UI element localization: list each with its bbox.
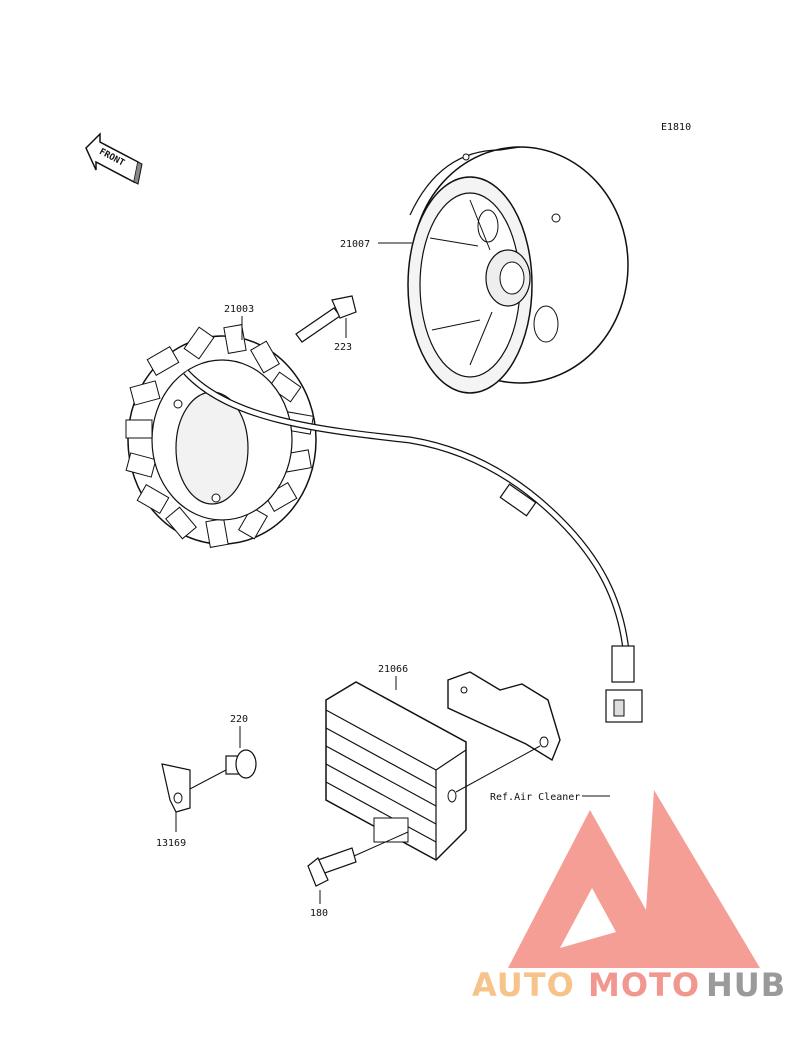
air-cleaner-bracket xyxy=(447,671,561,762)
regulator-bolt xyxy=(307,847,357,887)
part-number-flywheel: 21007 xyxy=(340,239,370,250)
brand-auto: AUTO xyxy=(472,966,575,1004)
part-number-stator-bolt: 223 xyxy=(334,342,352,353)
collar xyxy=(225,749,257,779)
part-number-regulator: 21066 xyxy=(378,664,408,675)
brand-moto: MOTO xyxy=(588,966,700,1004)
wire-harness xyxy=(183,369,643,723)
front-arrow-icon: FRONT xyxy=(85,132,143,185)
brand-hub: HUB xyxy=(706,966,786,1004)
diagram-code: E1810 xyxy=(661,122,691,133)
small-bracket xyxy=(161,763,191,813)
regulator xyxy=(325,681,467,861)
stator xyxy=(125,324,317,548)
part-number-collar: 220 xyxy=(230,714,248,725)
part-number-bracket: 13169 xyxy=(156,838,186,849)
flywheel xyxy=(407,146,629,394)
part-number-stator: 21003 xyxy=(224,304,254,315)
reference-note: Ref.Air Cleaner xyxy=(490,792,580,803)
watermark-logo: AUTO MOTO HUB xyxy=(472,790,786,1004)
stator-bolt xyxy=(295,295,357,343)
part-number-regulator-bolt: 180 xyxy=(310,908,328,919)
